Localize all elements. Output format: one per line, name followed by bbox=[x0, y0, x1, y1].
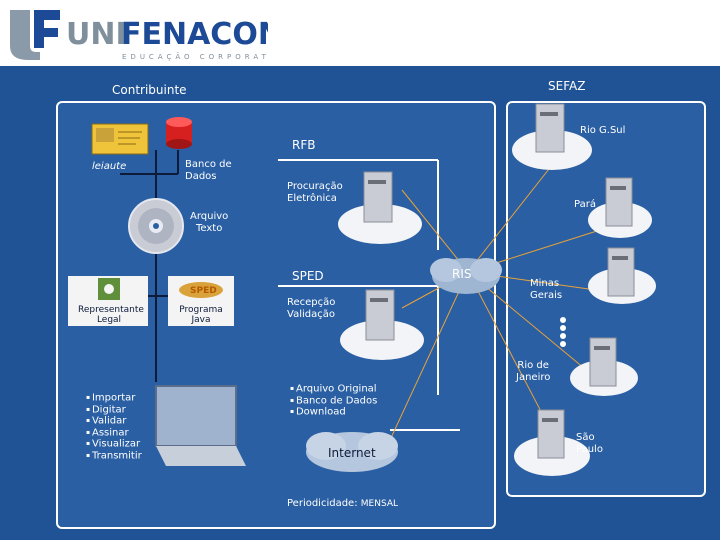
periodicidade-value: MENSAL bbox=[360, 499, 399, 509]
sped-badge: SPED bbox=[190, 286, 217, 296]
representante-label: Representante Legal bbox=[78, 305, 144, 326]
unifenacon-logo: UNI FENACON EDUCAÇÃO CORPORATIVA bbox=[10, 10, 268, 61]
periodicidade-label: Periodicidade: bbox=[287, 498, 358, 509]
procuracao-label: Procuração Eletrônica bbox=[287, 181, 343, 204]
svg-text:UNI: UNI bbox=[66, 17, 127, 52]
task-item: Importar bbox=[86, 392, 142, 404]
download-option-item: Download bbox=[290, 406, 377, 418]
state-para: Pará bbox=[574, 199, 596, 210]
state-rio: Rio de Janeiro bbox=[516, 360, 551, 383]
state-rio-g-sul: Rio G.Sul bbox=[580, 125, 626, 136]
svg-text:FENACON: FENACON bbox=[121, 17, 268, 52]
state-sao-paulo: São Paulo bbox=[576, 432, 603, 455]
state-minas: Minas Gerais bbox=[530, 278, 563, 301]
download-options-list: Arquivo Original Banco de Dados Download bbox=[290, 383, 377, 418]
task-item: Digitar bbox=[86, 404, 142, 416]
leiaute-label: leiaute bbox=[92, 161, 127, 172]
svg-text:EDUCAÇÃO CORPORATIVA: EDUCAÇÃO CORPORATIVA bbox=[122, 52, 268, 61]
task-list: Importar Digitar Validar Assinar Visuali… bbox=[86, 392, 142, 461]
contribuinte-title: Contribuinte bbox=[112, 83, 187, 97]
periodicidade-line: Periodicidade: MENSAL bbox=[287, 498, 398, 510]
recepcao-label: Recepção Validação bbox=[287, 297, 336, 320]
download-option-item: Arquivo Original bbox=[290, 383, 377, 395]
rfb-title: RFB bbox=[292, 138, 316, 152]
sped-title: SPED bbox=[292, 269, 324, 283]
task-item: Visualizar bbox=[86, 438, 142, 450]
internet-label: Internet bbox=[328, 446, 376, 460]
task-item: Validar bbox=[86, 415, 142, 427]
task-item: Assinar bbox=[86, 427, 142, 439]
arquivo-texto-label: Arquivo Texto bbox=[190, 211, 229, 234]
task-item: Transmitir bbox=[86, 450, 142, 462]
ris-label: RIS bbox=[452, 267, 472, 281]
banco-de-dados-label: Banco de Dados bbox=[185, 159, 232, 182]
programa-label: Programa Java bbox=[179, 305, 223, 326]
sefaz-title: SEFAZ bbox=[548, 79, 586, 93]
header-bar: UNI FENACON EDUCAÇÃO CORPORATIVA bbox=[0, 0, 720, 66]
download-option-item: Banco de Dados bbox=[290, 395, 377, 407]
